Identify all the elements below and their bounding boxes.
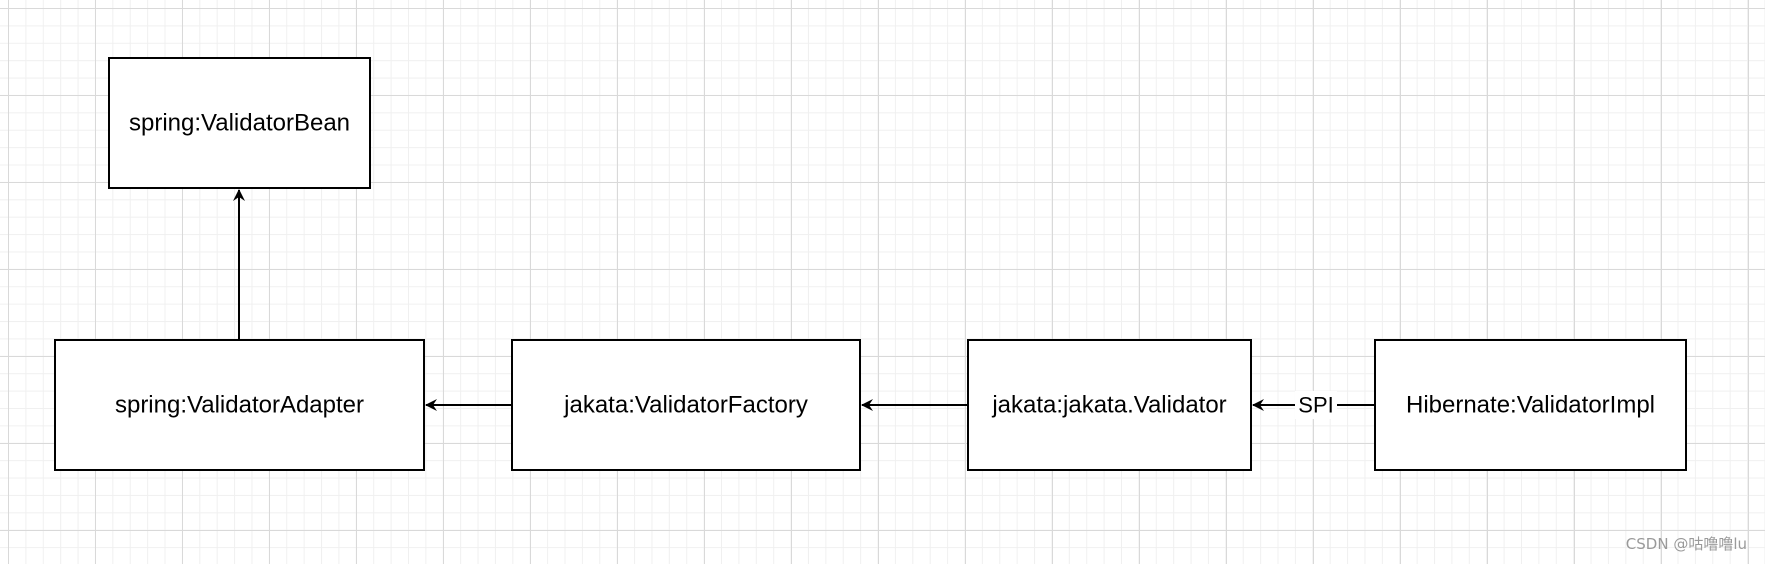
node-label: Hibernate:ValidatorImpl [1406,392,1655,419]
node-validator-bean[interactable]: spring:ValidatorBean [108,57,371,189]
watermark-text: CSDN @咕噜噜lu [1625,535,1747,553]
node-hibernate-impl[interactable]: Hibernate:ValidatorImpl [1374,339,1687,471]
edge-label-background [1295,391,1337,419]
node-label: spring:ValidatorBean [129,110,350,137]
edge-label-spi: SPI [1298,393,1333,418]
node-label: jakata:jakata.Validator [991,392,1226,419]
node-jakata-validator[interactable]: jakata:jakata.Validator [967,339,1252,471]
node-label: jakata:ValidatorFactory [563,392,808,419]
node-validator-adapter[interactable]: spring:ValidatorAdapter [54,339,425,471]
node-validator-factory[interactable]: jakata:ValidatorFactory [511,339,861,471]
node-label: spring:ValidatorAdapter [115,392,364,419]
edge-hibernate-to-validator[interactable]: SPI [1252,391,1375,419]
